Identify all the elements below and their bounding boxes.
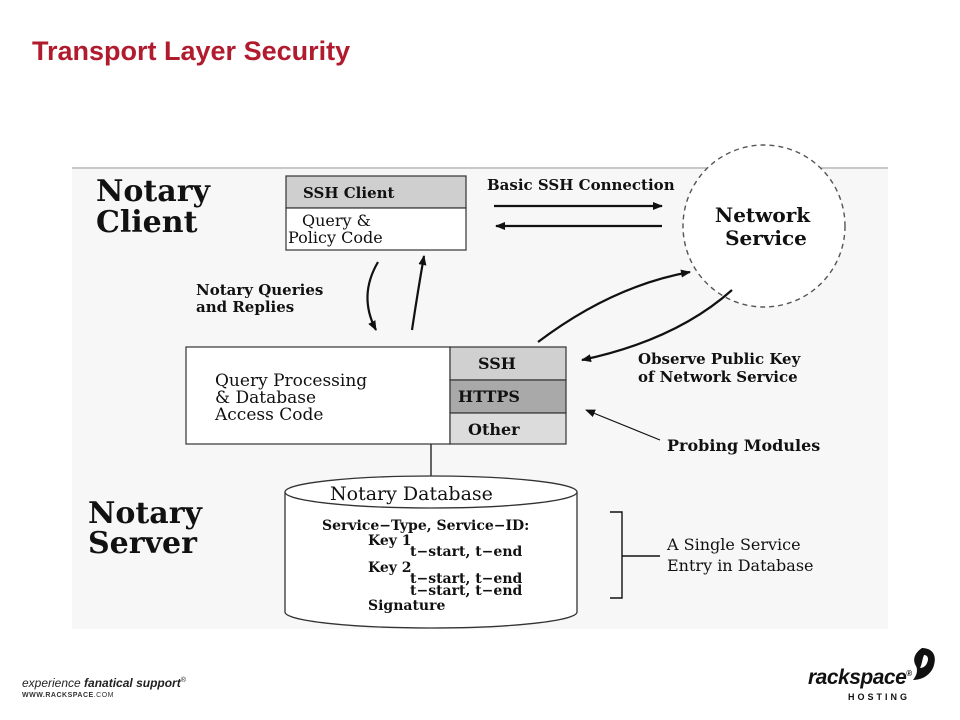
ssh-module xyxy=(449,346,567,381)
probing-modules-label: Probing Modules xyxy=(667,436,820,455)
other-module xyxy=(449,412,567,445)
slide-title: Transport Layer Security xyxy=(32,36,351,66)
notary-queries-label: Notary Queries and Replies xyxy=(196,281,329,316)
query-processing-box: Query Processing & Database Access Code xyxy=(185,346,451,445)
network-service-node: Network Service xyxy=(682,144,846,308)
notary-database-cylinder: Notary Database Service−Type, Service−ID… xyxy=(284,475,578,629)
brand-name: rackspace® xyxy=(808,666,912,689)
footer-tagline-block: experience fanatical support® WWW.RACKSP… xyxy=(22,676,186,699)
single-service-entry-label: A Single Service Entry in Database xyxy=(666,535,814,575)
notary-server-label: Notary Server xyxy=(88,496,212,561)
query-arrow-down xyxy=(366,261,379,331)
https-module xyxy=(449,379,567,414)
basic-ssh-connection-label: Basic SSH Connection xyxy=(487,176,675,194)
footer-tagline: experience fanatical support® xyxy=(22,676,186,690)
network-to-server-arrow-b xyxy=(581,289,733,363)
ssh-module-label: SSH xyxy=(478,354,516,373)
notary-database-title: Notary Database xyxy=(330,483,493,505)
https-module-label: HTTPS xyxy=(458,387,520,406)
notary-client-label: Notary Client xyxy=(96,174,220,240)
ssh-client-header: SSH Client xyxy=(303,184,395,202)
observe-public-key-label: Observe Public Key of Network Service xyxy=(638,350,806,386)
other-module-label: Other xyxy=(468,420,520,439)
entry-bracket xyxy=(610,511,660,599)
probing-pointer-arrow xyxy=(585,409,661,441)
network-service-label: Network Service xyxy=(715,203,817,250)
network-to-server-arrow-a xyxy=(537,269,691,343)
query-policy-code: Query & Policy Code xyxy=(288,211,383,247)
rackspace-logo: rackspace® HOSTING xyxy=(808,646,948,702)
database-entry-text: Service−Type, Service−ID: Key 1 t−start,… xyxy=(322,518,534,614)
brand-subtitle: HOSTING xyxy=(848,692,911,702)
probing-modules-stack: SSH HTTPS Other xyxy=(449,346,567,445)
brand-mark-icon xyxy=(913,648,935,680)
reply-arrow-up xyxy=(410,255,427,331)
ssh-client-box: SSH Client Query & Policy Code xyxy=(285,175,467,251)
query-processing-label: Query Processing & Database Access Code xyxy=(214,371,373,425)
footer-url: WWW.RACKSPACE.COM xyxy=(22,692,114,699)
